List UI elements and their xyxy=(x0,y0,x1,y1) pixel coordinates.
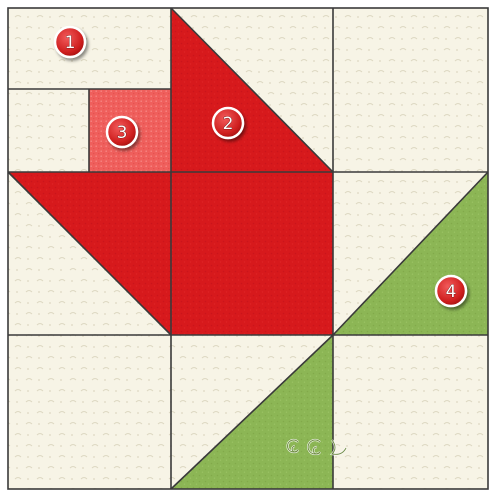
badge-4-label: 4 xyxy=(446,282,457,302)
badge-1-label: 1 xyxy=(65,33,76,53)
badge-3: 3 xyxy=(107,117,137,147)
badge-3-label: 3 xyxy=(117,123,128,143)
badge-2-label: 2 xyxy=(223,114,234,134)
badge-2: 2 xyxy=(213,108,243,138)
badge-4: 4 xyxy=(436,276,466,306)
badge-1: 1 xyxy=(55,27,85,57)
red-square-piece-center xyxy=(171,172,333,335)
